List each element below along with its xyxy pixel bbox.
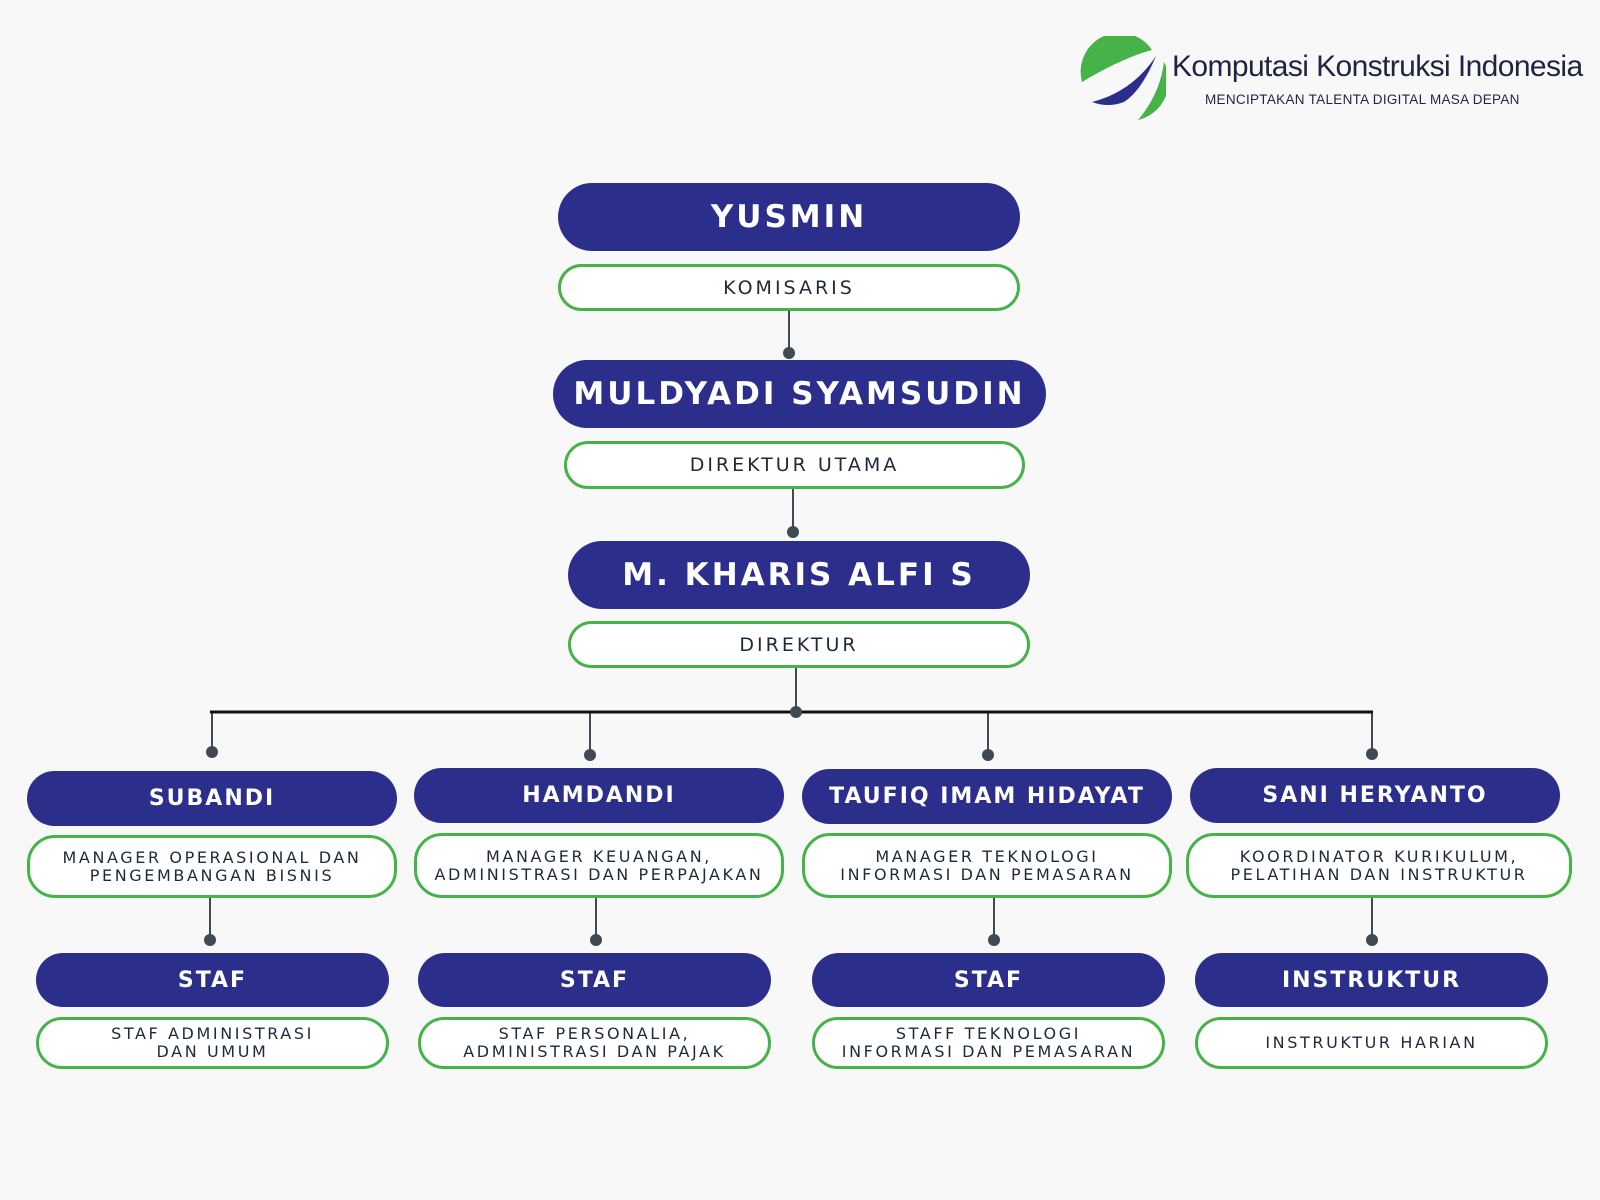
commissioner-role-pill: KOMISARIS — [558, 264, 1020, 311]
director-name-pill: M. KHARIS ALFI S — [568, 541, 1030, 609]
department-2-staff-name-pill: STAF — [418, 953, 771, 1007]
department-1-staff-role-pill: STAF ADMINISTRASI DAN UMUM — [36, 1017, 389, 1069]
department-4-name-pill: SANI HERYANTO — [1190, 768, 1560, 823]
department-2-role-pill: MANAGER KEUANGAN, ADMINISTRASI DAN PERPA… — [414, 833, 784, 898]
president-director-name-pill: MULDYADI SYAMSUDIN — [553, 360, 1046, 428]
department-4-instructor-role-pill: INSTRUKTUR HARIAN — [1195, 1017, 1548, 1069]
department-2-staff-role-pill: STAF PERSONALIA, ADMINISTRASI DAN PAJAK — [418, 1017, 771, 1069]
company-tagline: MENCIPTAKAN TALENTA DIGITAL MASA DEPAN — [1205, 92, 1520, 107]
president-director-role-pill: DIREKTUR UTAMA — [564, 441, 1025, 489]
commissioner-name-pill: YUSMIN — [558, 183, 1020, 251]
department-3-staff-role-pill: STAFF TEKNOLOGI INFORMASI DAN PEMASARAN — [812, 1017, 1165, 1069]
department-1-role-pill: MANAGER OPERASIONAL DAN PENGEMBANGAN BIS… — [27, 835, 397, 898]
department-3-role-pill: MANAGER TEKNOLOGI INFORMASI DAN PEMASARA… — [802, 833, 1172, 898]
company-name: Komputasi Konstruksi Indonesia — [1172, 50, 1583, 83]
department-4-role-pill: KOORDINATOR KURIKULUM, PELATIHAN DAN INS… — [1186, 833, 1572, 898]
department-4-instructor-name-pill: INSTRUKTUR — [1195, 953, 1548, 1007]
director-role-pill: DIREKTUR — [568, 621, 1030, 668]
department-1-name-pill: SUBANDI — [27, 771, 397, 826]
logo-swoosh-icon — [1080, 36, 1166, 120]
department-3-staff-name-pill: STAF — [812, 953, 1165, 1007]
department-3-name-pill: TAUFIQ IMAM HIDAYAT — [802, 769, 1172, 824]
department-1-staff-name-pill: STAF — [36, 953, 389, 1007]
department-2-name-pill: HAMDANDI — [414, 768, 784, 823]
company-logo: Komputasi Konstruksi Indonesia MENCIPTAK… — [1080, 36, 1583, 126]
